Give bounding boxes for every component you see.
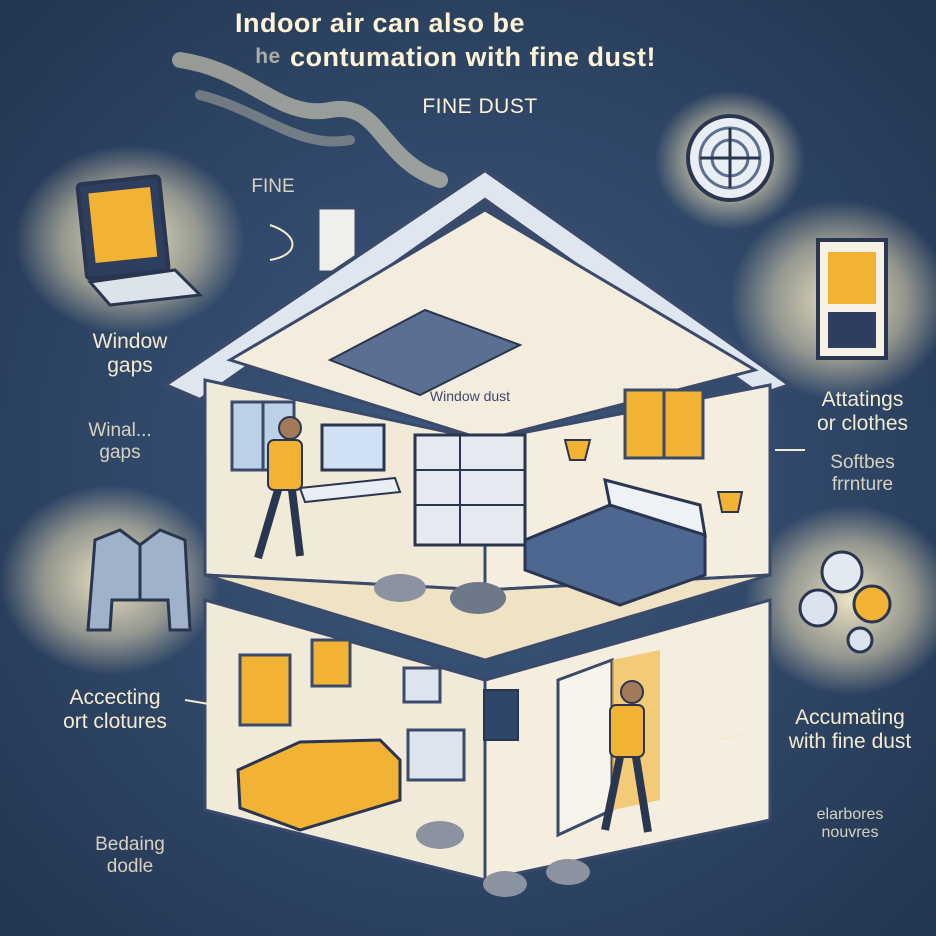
lamp (716, 491, 744, 513)
cabinet (406, 728, 466, 782)
dust-cloud (745, 505, 936, 695)
frame (310, 638, 352, 688)
dust-trail (195, 90, 355, 147)
dust-pile (374, 574, 426, 602)
label-accumating-fine-dust: Accumating with fine dust (788, 706, 912, 754)
label-softbes-furniture: Softbes frrnture (830, 452, 895, 495)
label-elarbores-nouvres: elarbores nouvres (816, 806, 884, 842)
pointer-line (269, 224, 294, 261)
shelf (413, 433, 527, 547)
subtitle: FINE DUST (422, 95, 538, 118)
coat (483, 689, 519, 741)
rug (327, 308, 523, 397)
desk (298, 476, 402, 504)
label-accecting-clotures: Accecting ort clotures (63, 686, 167, 734)
title-line-1: Indoor air can also be (234, 8, 526, 38)
door (556, 657, 614, 838)
dust-pile (450, 582, 506, 614)
laptop-icon (75, 174, 204, 307)
label-window-gaps: Window gaps (92, 330, 168, 378)
house (160, 167, 795, 897)
frame (402, 666, 442, 704)
monitor (320, 423, 386, 472)
title-line-2-prefix: he (255, 45, 281, 68)
person (609, 704, 645, 758)
lamp (563, 439, 592, 461)
person (267, 439, 303, 491)
attic (226, 208, 759, 442)
pointer-line (714, 734, 746, 741)
dust-pile (416, 821, 464, 849)
frame (238, 653, 292, 727)
title-line-2: contumation with fine dust! (290, 42, 656, 72)
picture-frame-icon (816, 238, 888, 360)
dust-pile (483, 871, 527, 897)
label-winal-gaps: Winal... gaps (88, 420, 152, 463)
label-fine: FINE (251, 176, 295, 197)
fan-icon (686, 114, 774, 202)
dust-trail (172, 52, 448, 188)
sofa (236, 738, 402, 832)
label-bedding-dodle: Bedaing dodle (95, 834, 165, 877)
dust-pile (546, 859, 590, 885)
label-window-dust: Window dust (429, 388, 511, 404)
label-attracting-clothes: Attatings or clothes (816, 388, 909, 436)
pointer-line (184, 699, 216, 706)
fabric-swatches-icon (798, 550, 892, 654)
jacket-icon (86, 528, 192, 632)
